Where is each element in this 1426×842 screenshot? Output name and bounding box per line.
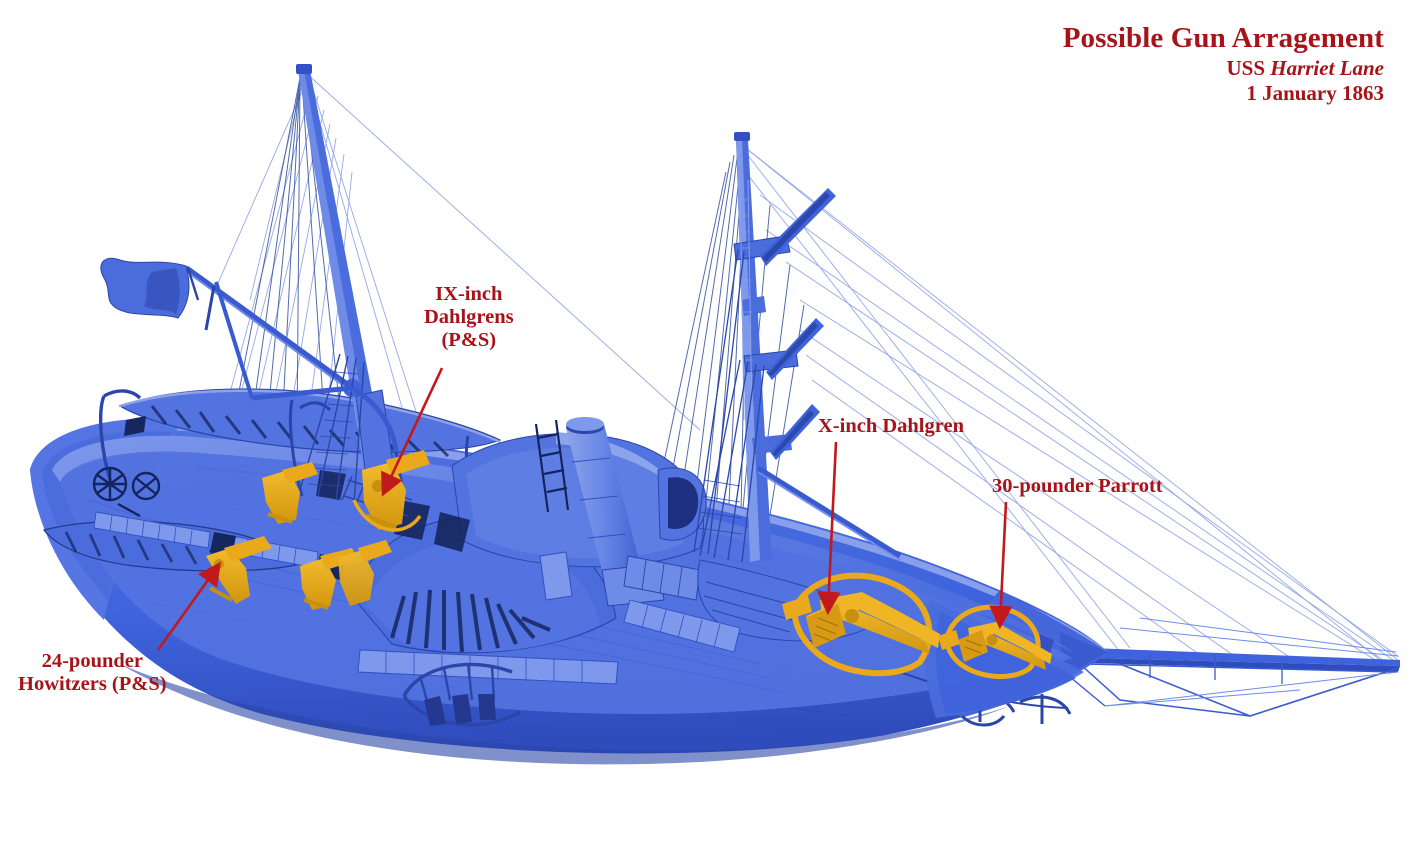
gun-dahlgren-ix-starboard (338, 540, 392, 606)
leader-lines (156, 367, 1013, 651)
callout-howitzer-24: 24-pounder Howitzers (P&S) (18, 650, 167, 696)
leader-line-howitzer (156, 561, 222, 651)
gun-howitzer-24-b (262, 462, 318, 524)
title-block: Possible Gun Arragement USS Harriet Lane… (1063, 22, 1384, 106)
foremast (100, 64, 413, 517)
callout-dahlgren-x: X-inch Dahlgren (818, 415, 964, 437)
mainmast (693, 132, 902, 563)
title-main: Possible Gun Arragement (1062, 22, 1384, 54)
title-ship-name: Harriet Lane (1270, 56, 1384, 81)
leader-line-dahlgren-x (817, 441, 841, 616)
leader-line-parrott (989, 501, 1013, 630)
title-ship-prefix: USS (1226, 56, 1271, 81)
title-ship: USS Harriet Lane (1063, 56, 1384, 81)
leader-line-dahlgren-ix (381, 367, 444, 497)
title-date: 1 January 1863 (1246, 80, 1384, 105)
callout-parrott-30: 30-pounder Parrott (992, 475, 1163, 497)
gun-parrott-30 (938, 604, 1052, 680)
rigging-lines (195, 71, 1400, 669)
callout-dahlgren-ix: IX-inch Dahlgrens (P&S) (424, 283, 514, 352)
